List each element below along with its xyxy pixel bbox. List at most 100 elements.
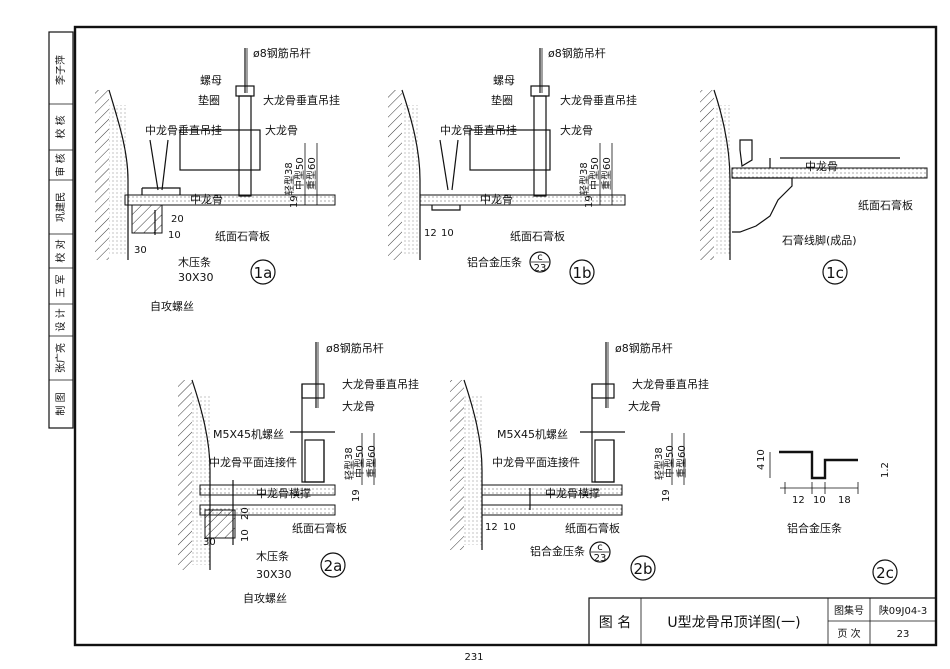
page-no: 23 <box>897 629 910 640</box>
1b-detail-tag: 1b <box>572 264 591 282</box>
detail-2b: ø8钢筋吊杆 大龙骨垂直吊挂 大龙骨 M5X45机螺丝 中龙骨平面连接件 中龙骨… <box>450 341 709 581</box>
2a-bolt-label: M5X45机螺丝 <box>213 427 284 441</box>
sidebar-cell-6: 王 军 <box>55 274 67 297</box>
2b-dim-light: 轻型 <box>653 460 666 480</box>
2b-connector-label: 中龙骨平面连接件 <box>492 456 580 469</box>
2c-dim-4: 4 <box>756 464 767 470</box>
1a-dim-50: 中型50 <box>293 157 306 190</box>
2a-dim-50: 中型50 <box>353 445 366 478</box>
signature-sidebar: 李子萍 校 核 审 核 巩建民 校 对 王 军 设 计 张广亮 制 图 <box>48 31 74 429</box>
sidebar-cell-7: 设 计 <box>54 308 67 331</box>
2b-rod-label: ø8钢筋吊杆 <box>615 341 673 355</box>
2b-dim-60: 重型60 <box>675 445 688 478</box>
2b-bolt-label: M5X45机螺丝 <box>497 427 568 441</box>
1a-dim-light: 轻型 <box>283 175 296 195</box>
2b-ref-top: c <box>597 542 603 553</box>
1a-detail-tag: 1a <box>254 264 273 282</box>
2a-brace-label: 中龙骨横撑 <box>256 486 311 500</box>
1b-rod-label: ø8钢筋吊杆 <box>548 46 606 60</box>
1a-hanger-mid-label: 中龙骨垂直吊挂 <box>145 123 222 137</box>
detail-1a: ø8钢筋吊杆 螺母 垫圈 大龙骨垂直吊挂 中龙骨垂直吊挂 大龙骨 中龙骨 纸面石… <box>95 46 340 313</box>
2c-dim-12: 12 <box>792 495 805 506</box>
detail-1c: 中龙骨 纸面石膏板 石膏线脚(成品) 1c <box>700 89 928 285</box>
2c-caption: 铝合金压条 <box>787 521 842 535</box>
2a-rod-label: ø8钢筋吊杆 <box>326 341 384 355</box>
2b-dim-19: 19 <box>661 489 672 502</box>
1a-wood-size-label: 30X30 <box>178 271 214 284</box>
2b-brace-label: 中龙骨横撑 <box>545 486 600 500</box>
2a-dim-19: 19 <box>351 489 362 502</box>
1a-board-label: 纸面石膏板 <box>215 229 270 243</box>
sidebar-cell-9: 制 图 <box>54 392 67 415</box>
1b-washer-label: 垫圈 <box>491 93 513 107</box>
2c-dim-1-2: 1.2 <box>880 462 891 478</box>
1b-dim-12: 12 <box>424 228 437 239</box>
2a-screw-label: 自攻螺丝 <box>243 591 287 605</box>
2c-dim-10: 10 <box>813 495 826 506</box>
1b-dim-19: 19 <box>584 195 595 208</box>
1b-hanger-main-label: 大龙骨垂直吊挂 <box>560 93 637 107</box>
detail-1b: ø8钢筋吊杆 螺母 垫圈 大龙骨垂直吊挂 中龙骨垂直吊挂 大龙骨 中龙骨 纸面石… <box>388 46 637 285</box>
1a-dim-19: 19 <box>289 195 300 208</box>
1a-dim-60: 重型60 <box>305 157 318 190</box>
page-label: 页 次 <box>837 627 860 640</box>
1b-mid-joist-label: 中龙骨 <box>480 193 513 206</box>
2a-main-joist-label: 大龙骨 <box>342 399 375 413</box>
sidebar-cell-4: 巩建民 <box>54 192 67 222</box>
2c-dim-10v: 10 <box>756 449 767 462</box>
1b-ref-bottom: 23 <box>534 263 547 274</box>
sidebar-cell-2: 校 核 <box>54 115 67 138</box>
2b-ref-bottom: 23 <box>594 553 607 564</box>
2a-dim-light: 轻型 <box>343 460 356 480</box>
2a-board-label: 纸面石膏板 <box>292 521 347 535</box>
1c-board-label: 纸面石膏板 <box>858 198 913 212</box>
2c-dim-18: 18 <box>838 495 851 506</box>
2b-detail-tag: 2b <box>633 560 652 578</box>
title-block: 图 名 U型龙骨吊顶详图(一) 图集号 陕09J04-3 页 次 23 <box>588 597 937 646</box>
2b-dim-50: 中型50 <box>663 445 676 478</box>
1b-main-joist-label: 大龙骨 <box>560 123 593 137</box>
sidebar-cell-3: 审 核 <box>54 153 67 176</box>
1b-dim-38: 38 <box>579 162 590 175</box>
2b-hanger-main-label: 大龙骨垂直吊挂 <box>632 377 709 391</box>
1a-mid-joist-label: 中龙骨 <box>190 193 223 206</box>
1b-dim-60: 重型60 <box>600 157 613 190</box>
1b-ref-top: c <box>537 252 543 263</box>
1a-screw-label: 自攻螺丝 <box>150 299 194 313</box>
1b-dim-50: 中型50 <box>588 157 601 190</box>
sidebar-cell-8: 张广亮 <box>54 343 67 373</box>
book-page-number: 231 <box>464 652 483 663</box>
1a-hanger-main-label: 大龙骨垂直吊挂 <box>263 93 340 107</box>
1b-board-label: 纸面石膏板 <box>510 229 565 243</box>
1a-rod-label: ø8钢筋吊杆 <box>253 46 311 60</box>
1a-dim-10: 10 <box>168 230 181 241</box>
2b-board-label: 纸面石膏板 <box>565 521 620 535</box>
1b-nut-label: 螺母 <box>493 74 515 87</box>
1a-wood-strip-label: 木压条 <box>178 255 211 269</box>
2a-wood-strip-label: 木压条 <box>256 549 289 563</box>
2a-connector-label: 中龙骨平面连接件 <box>209 456 297 469</box>
2b-dim-10: 10 <box>503 522 516 533</box>
2b-alu-label: 铝合金压条 <box>530 544 585 558</box>
1c-detail-tag: 1c <box>826 264 844 282</box>
2a-dim-30: 30 <box>203 537 216 548</box>
detail-2c: 4 10 1.2 12 10 18 铝合金压条 2c <box>756 449 898 585</box>
2a-dim-38: 38 <box>344 447 355 460</box>
2a-wood-size-label: 30X30 <box>256 568 292 581</box>
2a-dim-60: 重型60 <box>365 445 378 478</box>
1b-alu-label: 铝合金压条 <box>467 255 522 269</box>
1a-nut-label: 螺母 <box>200 74 222 87</box>
2b-dim-12: 12 <box>485 522 498 533</box>
1c-cornice-label: 石膏线脚(成品) <box>782 233 857 247</box>
1b-dim-light: 轻型 <box>578 175 591 195</box>
1a-main-joist-label: 大龙骨 <box>265 123 298 137</box>
2b-main-joist-label: 大龙骨 <box>628 399 661 413</box>
sidebar-cell-1: 李子萍 <box>54 55 67 85</box>
1a-dim-30: 30 <box>134 245 147 256</box>
2a-dim-10: 10 <box>240 529 251 542</box>
set-no: 陕09J04-3 <box>879 604 927 617</box>
1b-hanger-mid-label: 中龙骨垂直吊挂 <box>440 123 517 137</box>
2c-detail-tag: 2c <box>876 564 894 582</box>
2a-hanger-main-label: 大龙骨垂直吊挂 <box>342 377 419 391</box>
